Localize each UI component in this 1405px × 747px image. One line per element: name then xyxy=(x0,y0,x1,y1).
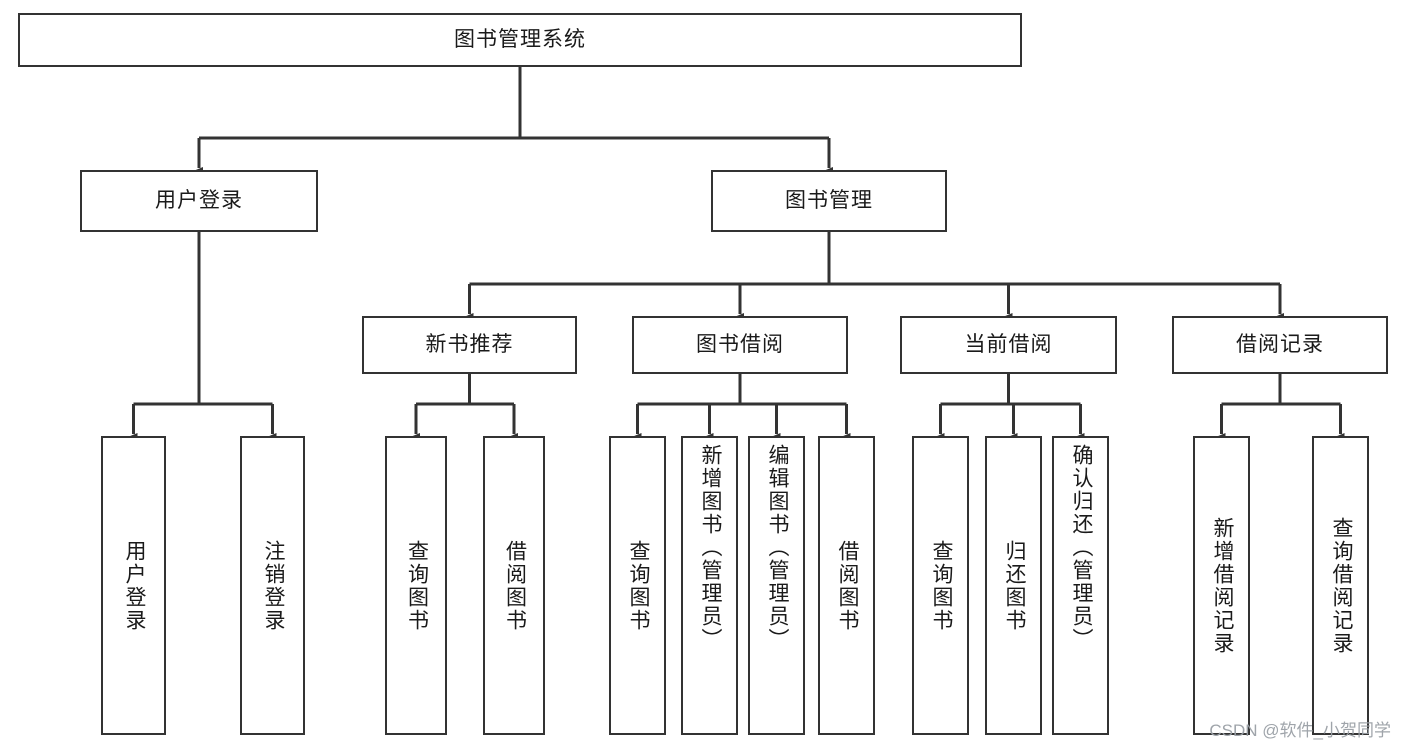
node-user-login[interactable]: 用户登录 xyxy=(80,170,318,232)
node-leaf-edit-book[interactable]: 编辑图书（管理员） xyxy=(748,436,805,735)
node-label: 图书管理 xyxy=(785,189,873,213)
node-label: 用户登录 xyxy=(155,189,243,213)
node-leaf-add-book[interactable]: 新增图书（管理员） xyxy=(681,436,738,735)
node-label: 新增图书（管理员） xyxy=(698,444,722,651)
node-root[interactable]: 图书管理系统 xyxy=(18,13,1022,67)
node-leaf-borrow-book[interactable]: 借阅图书 xyxy=(818,436,875,735)
node-leaf-query-book-current[interactable]: 查询图书 xyxy=(912,436,969,735)
node-book-borrow[interactable]: 图书借阅 xyxy=(632,316,848,374)
node-leaf-add-borrow-record[interactable]: 新增借阅记录 xyxy=(1193,436,1250,735)
node-label: 用户登录 xyxy=(122,539,146,632)
node-leaf-logout[interactable]: 注销登录 xyxy=(240,436,305,735)
node-label: 图书管理系统 xyxy=(454,28,586,52)
node-book-manage[interactable]: 图书管理 xyxy=(711,170,947,232)
node-label: 查询图书 xyxy=(405,539,429,632)
node-borrow-record[interactable]: 借阅记录 xyxy=(1172,316,1388,374)
node-label: 确认归还（管理员） xyxy=(1069,444,1093,651)
node-leaf-return-book[interactable]: 归还图书 xyxy=(985,436,1042,735)
node-current-borrow[interactable]: 当前借阅 xyxy=(900,316,1117,374)
node-label: 注销登录 xyxy=(261,539,285,632)
node-leaf-query-borrow-record[interactable]: 查询借阅记录 xyxy=(1312,436,1369,735)
node-leaf-query-book-recommend[interactable]: 查询图书 xyxy=(385,436,447,735)
node-label: 编辑图书（管理员） xyxy=(765,444,789,651)
node-label: 图书借阅 xyxy=(696,333,784,357)
node-new-book-recommend[interactable]: 新书推荐 xyxy=(362,316,577,374)
node-label: 借阅图书 xyxy=(835,539,859,632)
node-leaf-confirm-return[interactable]: 确认归还（管理员） xyxy=(1052,436,1109,735)
node-label: 查询图书 xyxy=(626,539,650,632)
node-label: 查询图书 xyxy=(929,539,953,632)
node-label: 借阅图书 xyxy=(503,539,527,632)
node-label: 归还图书 xyxy=(1002,539,1026,632)
node-label: 新增借阅记录 xyxy=(1210,516,1234,655)
node-label: 新书推荐 xyxy=(425,333,514,357)
node-leaf-user-login[interactable]: 用户登录 xyxy=(101,436,166,735)
node-label: 当前借阅 xyxy=(964,333,1053,357)
csdn-watermark: CSDN @软件_小贺同学 xyxy=(1209,721,1391,740)
node-label: 借阅记录 xyxy=(1236,333,1324,357)
node-label: 查询借阅记录 xyxy=(1329,516,1353,655)
node-leaf-borrow-book-recommend[interactable]: 借阅图书 xyxy=(483,436,545,735)
node-leaf-query-book-borrow[interactable]: 查询图书 xyxy=(609,436,666,735)
